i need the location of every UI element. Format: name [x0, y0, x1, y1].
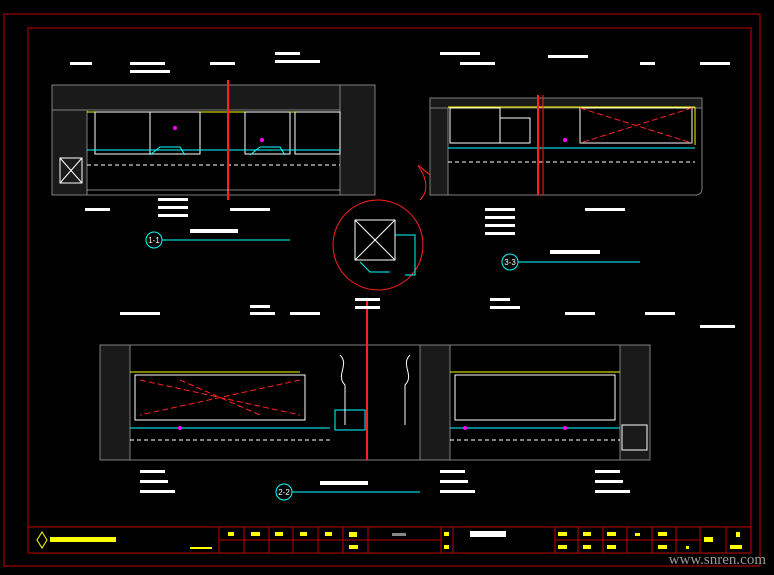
- title-block: [28, 526, 751, 553]
- section-2-2-drawing: [99, 300, 651, 461]
- inner-frame: [27, 27, 752, 554]
- annotation-texts: [70, 52, 735, 493]
- title-block-text: [36, 531, 742, 549]
- section-3-3-drawing: [429, 95, 703, 196]
- section-2-2-label: 2-2: [278, 488, 290, 497]
- section-1-1-label: 1-1: [148, 236, 160, 245]
- outer-frame: [3, 13, 761, 567]
- section-3-3-label: 3-3: [504, 258, 516, 267]
- detail-callout: [332, 164, 431, 291]
- section-3-3-tag: 3-3: [501, 250, 640, 271]
- section-2-2-tag: 2-2: [275, 481, 420, 501]
- section-1-1-tag: 1-1: [145, 229, 290, 249]
- section-1-1-drawing: [51, 80, 376, 200]
- watermark: www.snren.com: [668, 552, 766, 568]
